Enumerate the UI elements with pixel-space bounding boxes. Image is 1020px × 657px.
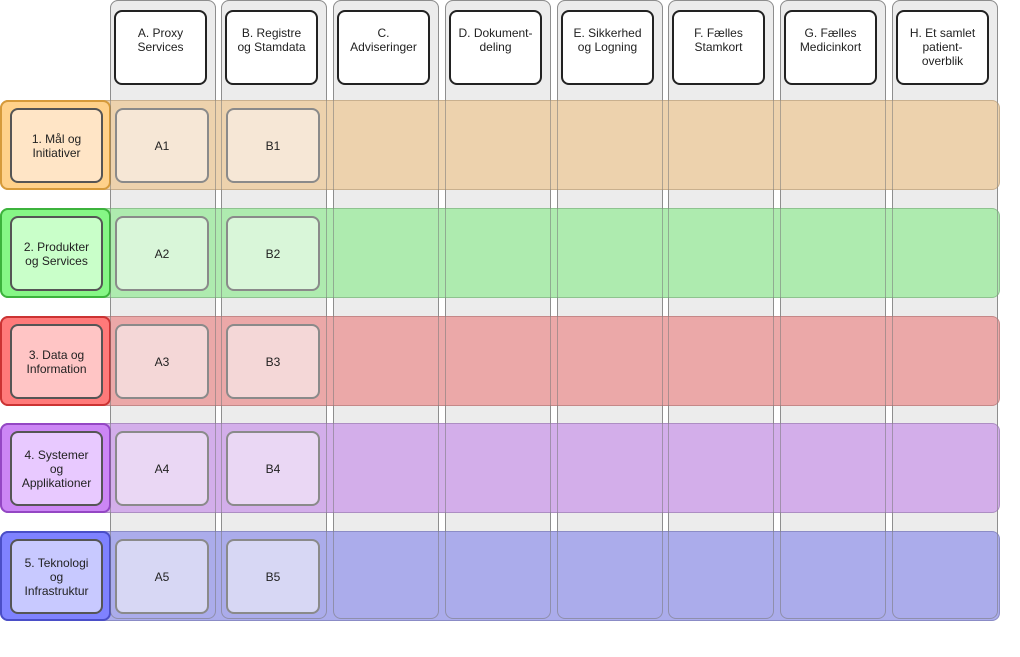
column-background	[892, 0, 998, 619]
matrix-cell: A3	[115, 324, 209, 399]
matrix-cell: A5	[115, 539, 209, 614]
matrix-cell: B3	[226, 324, 320, 399]
matrix-cell: B1	[226, 108, 320, 183]
column-header: C. Adviseringer	[337, 10, 430, 85]
matrix-cell: A2	[115, 216, 209, 291]
row-label: 5. Teknologi og Infrastruktur	[10, 539, 103, 614]
column-header: F. Fælles Stamkort	[672, 10, 765, 85]
row-label: 1. Mål og Initiativer	[10, 108, 103, 183]
column-background	[221, 0, 327, 619]
column-background	[445, 0, 551, 619]
matrix-cell: B2	[226, 216, 320, 291]
column-header: H. Et samlet patient- overblik	[896, 10, 989, 85]
row-label: 3. Data og Information	[10, 324, 103, 399]
matrix-cell: B4	[226, 431, 320, 506]
column-background	[668, 0, 774, 619]
column-header: E. Sikkerhed og Logning	[561, 10, 654, 85]
row-label: 4. Systemer og Applikationer	[10, 431, 103, 506]
column-header: D. Dokument- deling	[449, 10, 542, 85]
column-background	[333, 0, 439, 619]
column-background	[557, 0, 663, 619]
column-background	[780, 0, 886, 619]
column-header: A. Proxy Services	[114, 10, 207, 85]
column-background	[110, 0, 216, 619]
matrix-cell: B5	[226, 539, 320, 614]
matrix-cell: A1	[115, 108, 209, 183]
column-header: G. Fælles Medicinkort	[784, 10, 877, 85]
matrix-cell: A4	[115, 431, 209, 506]
column-header: B. Registre og Stamdata	[225, 10, 318, 85]
row-label: 2. Produkter og Services	[10, 216, 103, 291]
